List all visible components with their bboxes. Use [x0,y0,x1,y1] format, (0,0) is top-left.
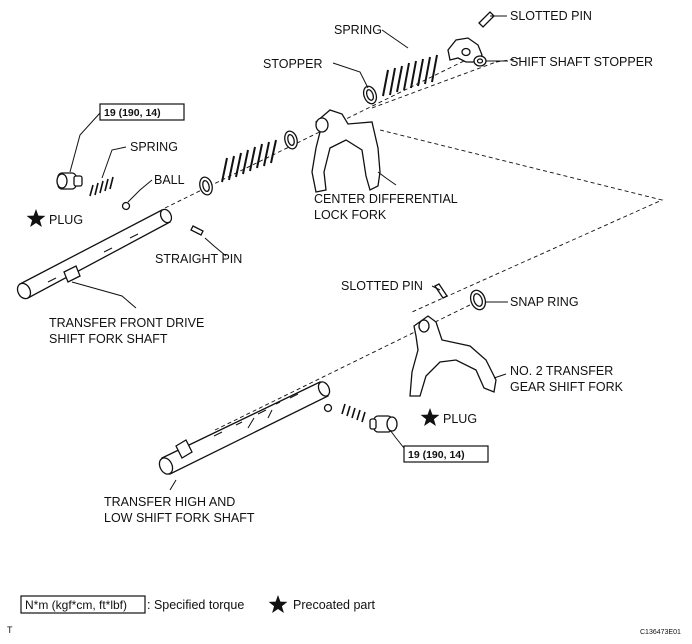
label-no2-fork-line1: NO. 2 TRANSFER [510,364,613,378]
shift-shaft-stopper-part [447,37,487,67]
footer-mark: T [7,625,13,635]
label-center-diff-line2: LOCK FORK [314,208,387,222]
label-spring-top: SPRING [334,23,382,37]
slotted-pin-top-part [478,11,495,28]
spring-right-part [341,403,366,423]
label-shift-shaft-stopper: SHIFT SHAFT STOPPER [510,55,653,69]
spring-top-part [382,54,438,97]
label-no2-fork-line2: GEAR SHIFT FORK [510,380,624,394]
legend-precoated-label: Precoated part [293,598,376,612]
label-slotted-pin-top: SLOTTED PIN [510,9,592,23]
label-torque-left: 19 (190, 14) [104,107,161,119]
label-plug-left: PLUG [49,213,83,227]
legend-unit-box [20,595,146,614]
center-differential-lock-fork-part [311,109,381,193]
ball-left-part [121,201,131,211]
washer-right-part [284,130,298,150]
torque-box-left [99,103,185,121]
star-icon-legend [268,595,288,613]
figure-code: C136473E01 [640,629,681,636]
label-high-low-line1: TRANSFER HIGH AND [104,495,235,509]
star-icon-plug-left [26,209,46,227]
star-icon-plug-right [420,408,440,426]
legend-unit-description: : Specified torque [147,598,244,612]
ball-right-part [323,403,333,413]
legend-unit-label: N*m (kgf*cm, ft*lbf) [25,598,127,612]
plug-right-part [369,415,398,433]
washer-left-part [199,176,213,196]
spring-left-part [89,176,114,197]
label-front-drive-line1: TRANSFER FRONT DRIVE [49,316,204,330]
front-drive-shift-fork-shaft-part [16,208,173,300]
leader-lines [69,15,508,491]
torque-box-right [403,445,489,463]
label-slotted-pin-mid: SLOTTED PIN [341,279,423,293]
stopper-ring-part [362,85,378,105]
label-center-diff-line1: CENTER DIFFERENTIAL [314,192,458,206]
straight-pin-part [190,225,204,236]
label-torque-right: 19 (190, 14) [408,449,465,461]
label-spring-left: SPRING [130,140,178,154]
high-low-shift-fork-shaft-part [158,381,331,475]
label-snap-ring: SNAP RING [510,295,579,309]
plug-left-part [56,172,83,190]
label-plug-right: PLUG [443,412,477,426]
label-stopper: STOPPER [263,57,323,71]
label-ball: BALL [154,173,185,187]
label-straight-pin: STRAIGHT PIN [155,252,242,266]
snap-ring-part [469,289,487,311]
spring-middle-part [221,139,277,183]
no2-transfer-gear-shift-fork-part [409,315,497,397]
slotted-pin-mid-part [434,283,448,299]
label-high-low-line2: LOW SHIFT FORK SHAFT [104,511,255,525]
label-front-drive-line2: SHIFT FORK SHAFT [49,332,168,346]
